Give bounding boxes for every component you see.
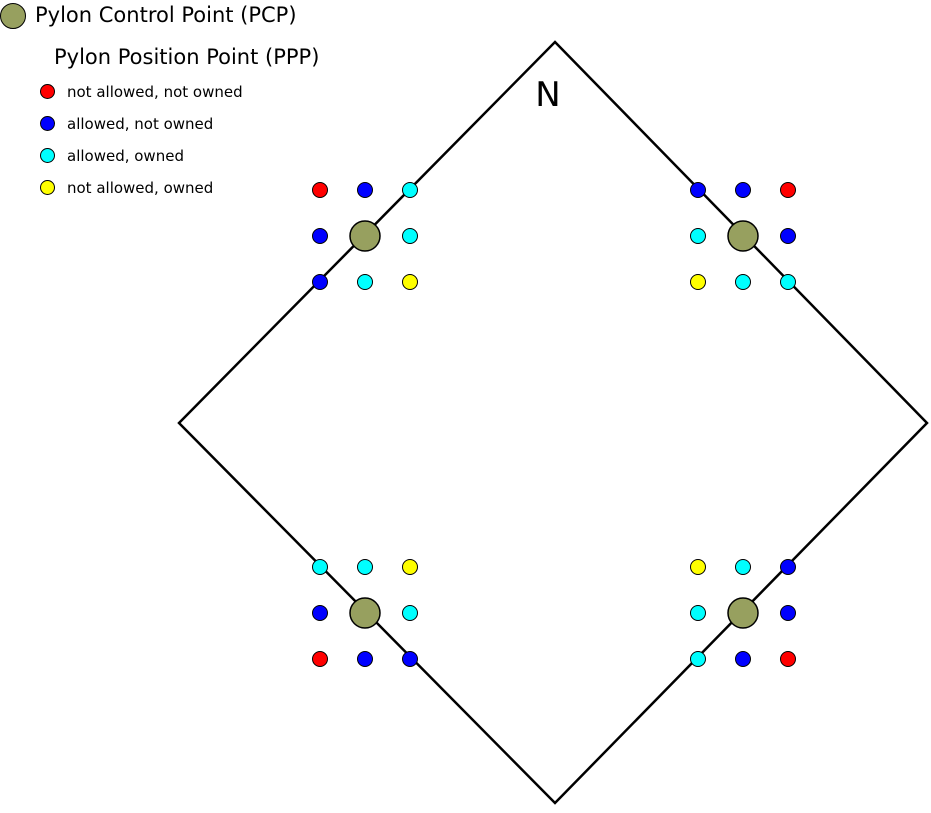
ppp-dot-red-south-east bbox=[780, 651, 796, 667]
ppp-dot-cyan-south-east bbox=[690, 651, 706, 667]
legend-item: not allowed, not owned bbox=[40, 82, 319, 101]
ppp-dot-blue-south-west bbox=[402, 651, 418, 667]
ppp-dot-cyan-north-west bbox=[402, 228, 418, 244]
ppp-dot-cyan-north-east bbox=[780, 274, 796, 290]
ppp-dot-blue-north-east bbox=[735, 182, 751, 198]
ppp-dot-blue-south-east bbox=[780, 559, 796, 575]
legend: Pylon Control Point (PCP) Pylon Position… bbox=[0, 0, 319, 212]
ppp-dot-cyan-south-east bbox=[690, 605, 706, 621]
pylon-square-outline bbox=[177, 40, 929, 805]
legend-item: allowed, owned bbox=[40, 146, 319, 165]
ppp-dot-cyan-south-east bbox=[735, 559, 751, 575]
ppp-dot-blue-south-east bbox=[780, 605, 796, 621]
ppp-dot-yellow-north-east bbox=[690, 274, 706, 290]
ppp-dot-blue-north-east bbox=[780, 228, 796, 244]
pcp-north-east bbox=[727, 220, 759, 252]
cyan-dot-icon bbox=[40, 148, 55, 164]
north-label: N bbox=[535, 75, 560, 115]
legend-item: allowed, not owned bbox=[40, 114, 319, 133]
ppp-dot-cyan-south-west bbox=[357, 559, 373, 575]
ppp-dot-yellow-south-east bbox=[690, 559, 706, 575]
ppp-dot-cyan-north-east bbox=[690, 228, 706, 244]
pcp-swatch-icon bbox=[0, 3, 26, 29]
pcp-south-east bbox=[727, 597, 759, 629]
yellow-dot-icon bbox=[40, 180, 55, 196]
blue-dot-icon bbox=[40, 116, 55, 132]
ppp-dot-red-south-west bbox=[312, 651, 328, 667]
ppp-dot-cyan-north-west bbox=[357, 274, 373, 290]
legend-ppp-title: Pylon Position Point (PPP) bbox=[54, 45, 320, 69]
ppp-dot-red-north-east bbox=[780, 182, 796, 198]
ppp-dot-red-north-west bbox=[312, 182, 328, 198]
ppp-dot-cyan-south-west bbox=[312, 559, 328, 575]
ppp-dot-blue-north-east bbox=[690, 182, 706, 198]
legend-item: not allowed, owned bbox=[40, 178, 319, 197]
pcp-north-west bbox=[349, 220, 381, 252]
ppp-dot-cyan-north-east bbox=[735, 274, 751, 290]
legend-item-label: not allowed, not owned bbox=[67, 82, 243, 101]
legend-pcp-entry: Pylon Control Point (PCP) bbox=[0, 3, 319, 29]
ppp-dot-blue-north-west bbox=[312, 228, 328, 244]
legend-item-label: not allowed, owned bbox=[67, 178, 214, 197]
legend-item-label: allowed, not owned bbox=[67, 114, 214, 133]
ppp-dot-cyan-north-west bbox=[402, 182, 418, 198]
ppp-dot-blue-south-east bbox=[735, 651, 751, 667]
ppp-dot-yellow-south-west bbox=[402, 559, 418, 575]
ppp-dot-blue-north-west bbox=[357, 182, 373, 198]
legend-pcp-title: Pylon Control Point (PCP) bbox=[35, 3, 297, 28]
legend-item-label: allowed, owned bbox=[67, 146, 184, 165]
pcp-south-west bbox=[349, 597, 381, 629]
ppp-dot-cyan-south-west bbox=[402, 605, 418, 621]
red-dot-icon bbox=[40, 84, 55, 100]
ppp-dot-blue-south-west bbox=[357, 651, 373, 667]
ppp-dot-yellow-north-west bbox=[402, 274, 418, 290]
ppp-dot-blue-south-west bbox=[312, 605, 328, 621]
legend-items: not allowed, not owned allowed, not owned… bbox=[40, 82, 319, 197]
ppp-dot-blue-north-west bbox=[312, 274, 328, 290]
